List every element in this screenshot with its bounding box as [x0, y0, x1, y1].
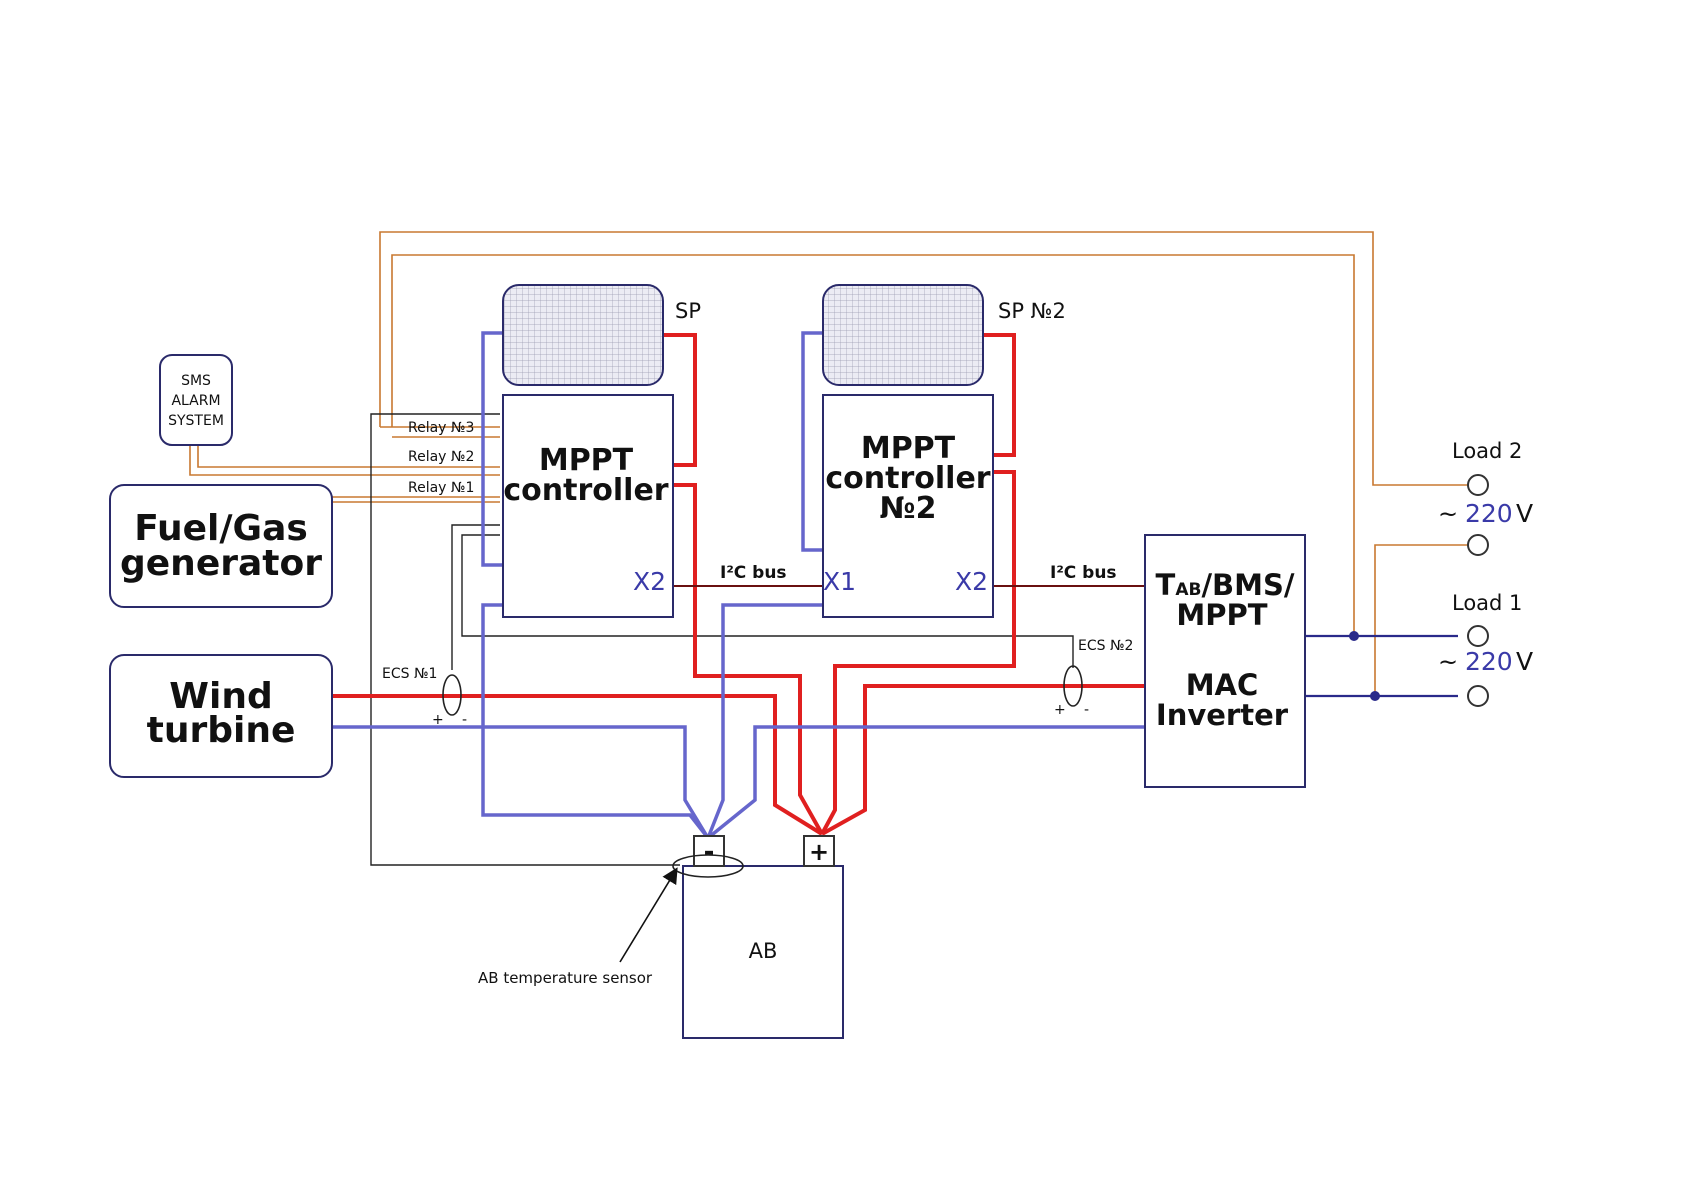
load-1-terminal-top: [1468, 626, 1488, 646]
inverter-t: T: [1156, 568, 1176, 602]
relay-1-label: Relay №1: [408, 480, 474, 496]
i2c-bus-label-1: I²C bus: [720, 563, 787, 583]
solar-panel-2-label: SP №2: [998, 299, 1066, 323]
ecs-1-plus: +: [432, 712, 444, 728]
load-2-tilde: ~: [1438, 500, 1458, 528]
inverter-line4: Inverter: [1156, 698, 1289, 732]
load-1-voltage: 220: [1465, 647, 1513, 676]
ecs-2-minus: -: [1084, 702, 1089, 718]
ecs-2-label: ECS №2: [1078, 638, 1133, 654]
inverter-bms: /BMS/: [1201, 568, 1294, 602]
load-2-terminal-top: [1468, 475, 1488, 495]
dc-positive-wires: [332, 335, 1145, 834]
battery-label: AB: [749, 939, 778, 963]
battery-negative-sign: -: [704, 837, 715, 867]
ecs-1-label: ECS №1: [382, 666, 437, 682]
solar-panel-1: [503, 285, 663, 385]
mppt-controller-1-subtitle: controller: [503, 473, 668, 508]
inverter-line2: MPPT: [1176, 598, 1267, 632]
wind-turbine-line2: turbine: [147, 710, 296, 751]
ac-output-wires: [1305, 631, 1458, 701]
relay-3-label: Relay №3: [408, 420, 474, 436]
ab-temperature-arrow: [620, 870, 676, 962]
load-2-terminal-bottom: [1468, 535, 1488, 555]
sms-alarm-line2: ALARM: [171, 393, 220, 409]
ab-temperature-label: AB temperature sensor: [478, 969, 653, 987]
load-1-terminal-bottom: [1468, 686, 1488, 706]
i2c-bus-label-2: I²C bus: [1050, 563, 1117, 583]
generator-line2: generator: [120, 543, 322, 584]
ecs-2-plus: +: [1054, 702, 1066, 718]
sms-alarm-line1: SMS: [181, 373, 211, 389]
load-1-label: Load 1: [1452, 591, 1522, 615]
load-2-label: Load 2: [1452, 439, 1522, 463]
relay-2-label: Relay №2: [408, 449, 474, 465]
mppt-controller-2-x2: X2: [955, 567, 988, 596]
load-2-voltage: 220: [1465, 499, 1513, 528]
solar-panel-1-label: SP: [675, 299, 701, 323]
sms-alarm-line3: SYSTEM: [168, 413, 224, 429]
battery-positive-sign: +: [809, 838, 829, 866]
load-2-volt-unit: V: [1516, 499, 1533, 528]
inverter-t-sub: AB: [1175, 580, 1201, 600]
mppt-controller-2-number: №2: [880, 491, 937, 526]
solar-panel-2: [823, 285, 983, 385]
ecs-1-minus: -: [462, 712, 467, 728]
inverter-line3: MAC: [1186, 668, 1259, 702]
load-1-volt-unit: V: [1516, 647, 1533, 676]
mppt-controller-1-x2: X2: [633, 567, 666, 596]
mppt-controller-2-x1: X1: [823, 567, 856, 596]
load-1-tilde: ~: [1438, 648, 1458, 676]
